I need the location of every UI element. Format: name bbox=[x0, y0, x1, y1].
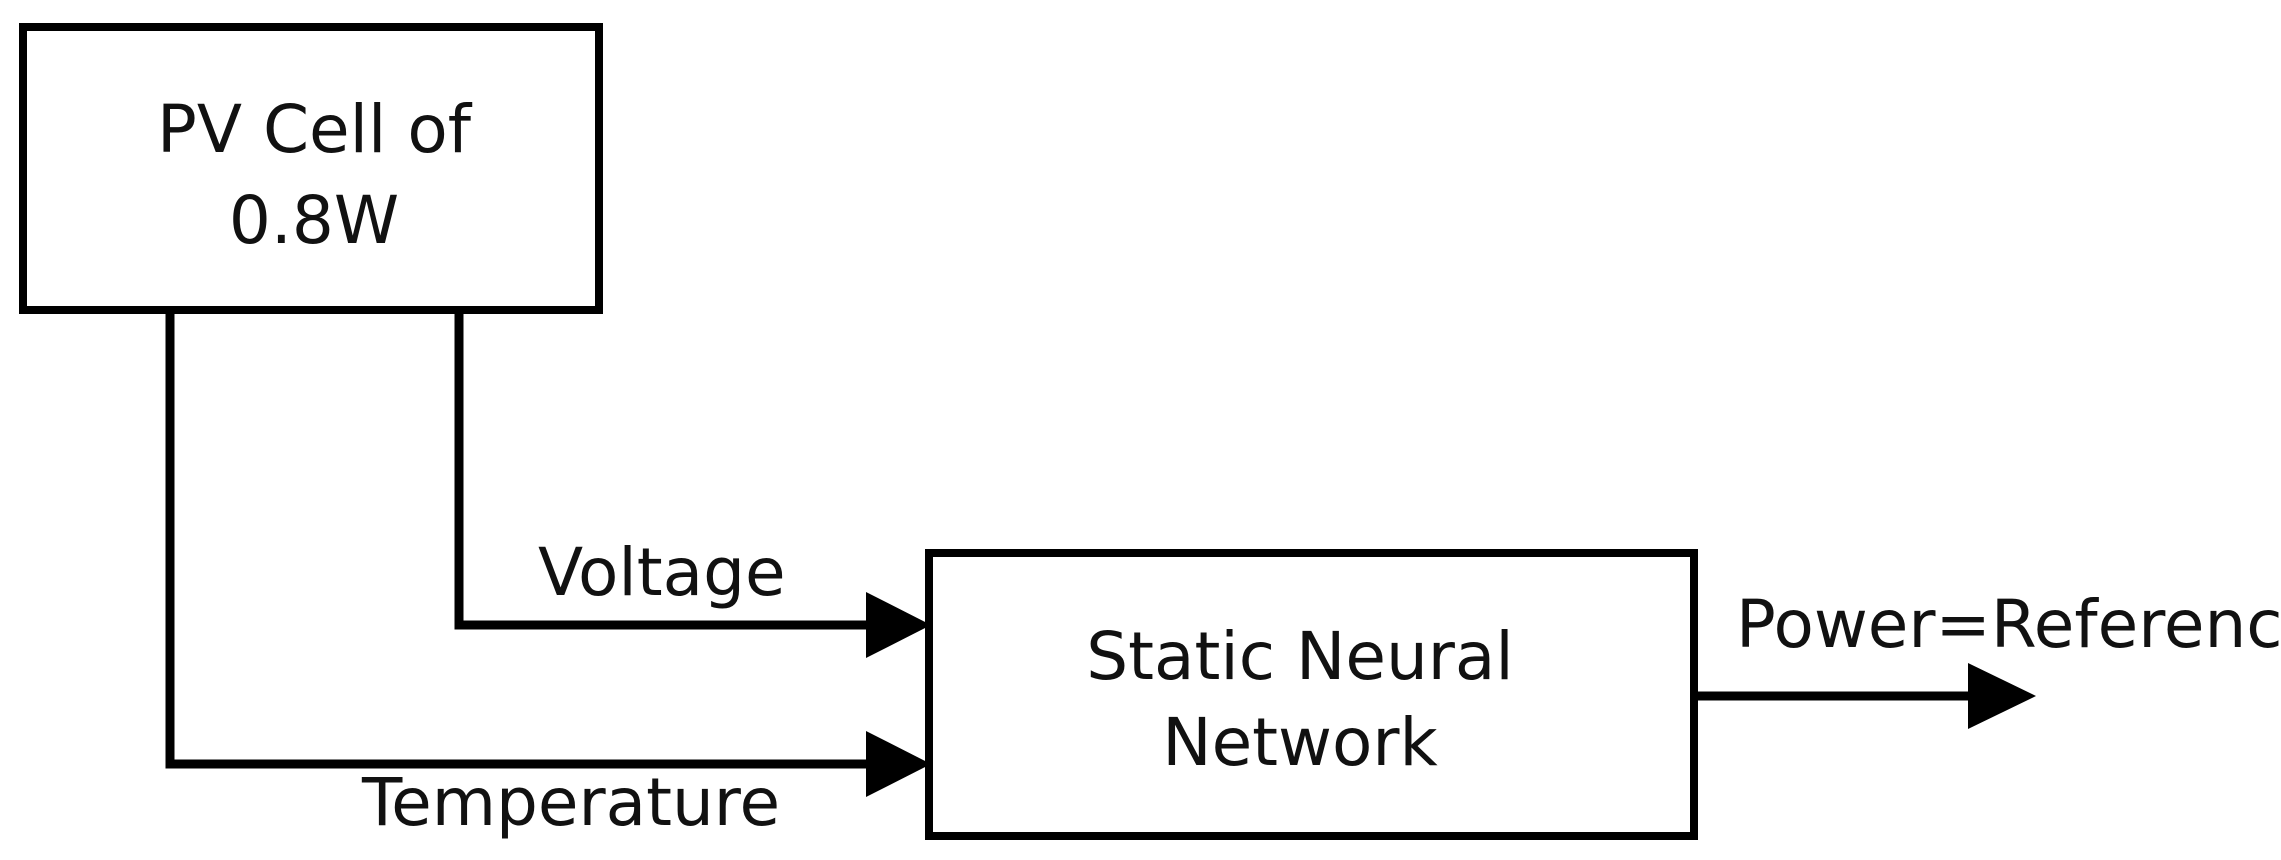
pv-cell-box bbox=[19, 23, 603, 314]
voltage-wire bbox=[454, 314, 870, 630]
neural-network-label-line2: Network bbox=[1162, 704, 1438, 781]
output-label: Power=Reference bbox=[1736, 586, 2281, 663]
output-signal: Power=Reference bbox=[1698, 586, 2281, 729]
output-arrowhead bbox=[1968, 663, 2036, 729]
temperature-signal: Temperature bbox=[165, 314, 931, 841]
neural-network-box bbox=[925, 549, 1698, 840]
pv-cell-label-line1: PV Cell of bbox=[157, 91, 473, 168]
temperature-label: Temperature bbox=[361, 764, 780, 841]
voltage-arrowhead bbox=[866, 592, 931, 658]
pv-cell-block: PV Cell of 0.8W bbox=[19, 23, 603, 314]
temperature-wire bbox=[165, 314, 870, 769]
voltage-label: Voltage bbox=[538, 534, 786, 611]
neural-network-label-line1: Static Neural bbox=[1086, 618, 1513, 695]
neural-network-block: Static Neural Network bbox=[925, 549, 1698, 840]
pv-cell-label-line2: 0.8W bbox=[229, 182, 399, 259]
temperature-arrowhead bbox=[866, 731, 931, 797]
voltage-signal: Voltage bbox=[454, 314, 931, 658]
